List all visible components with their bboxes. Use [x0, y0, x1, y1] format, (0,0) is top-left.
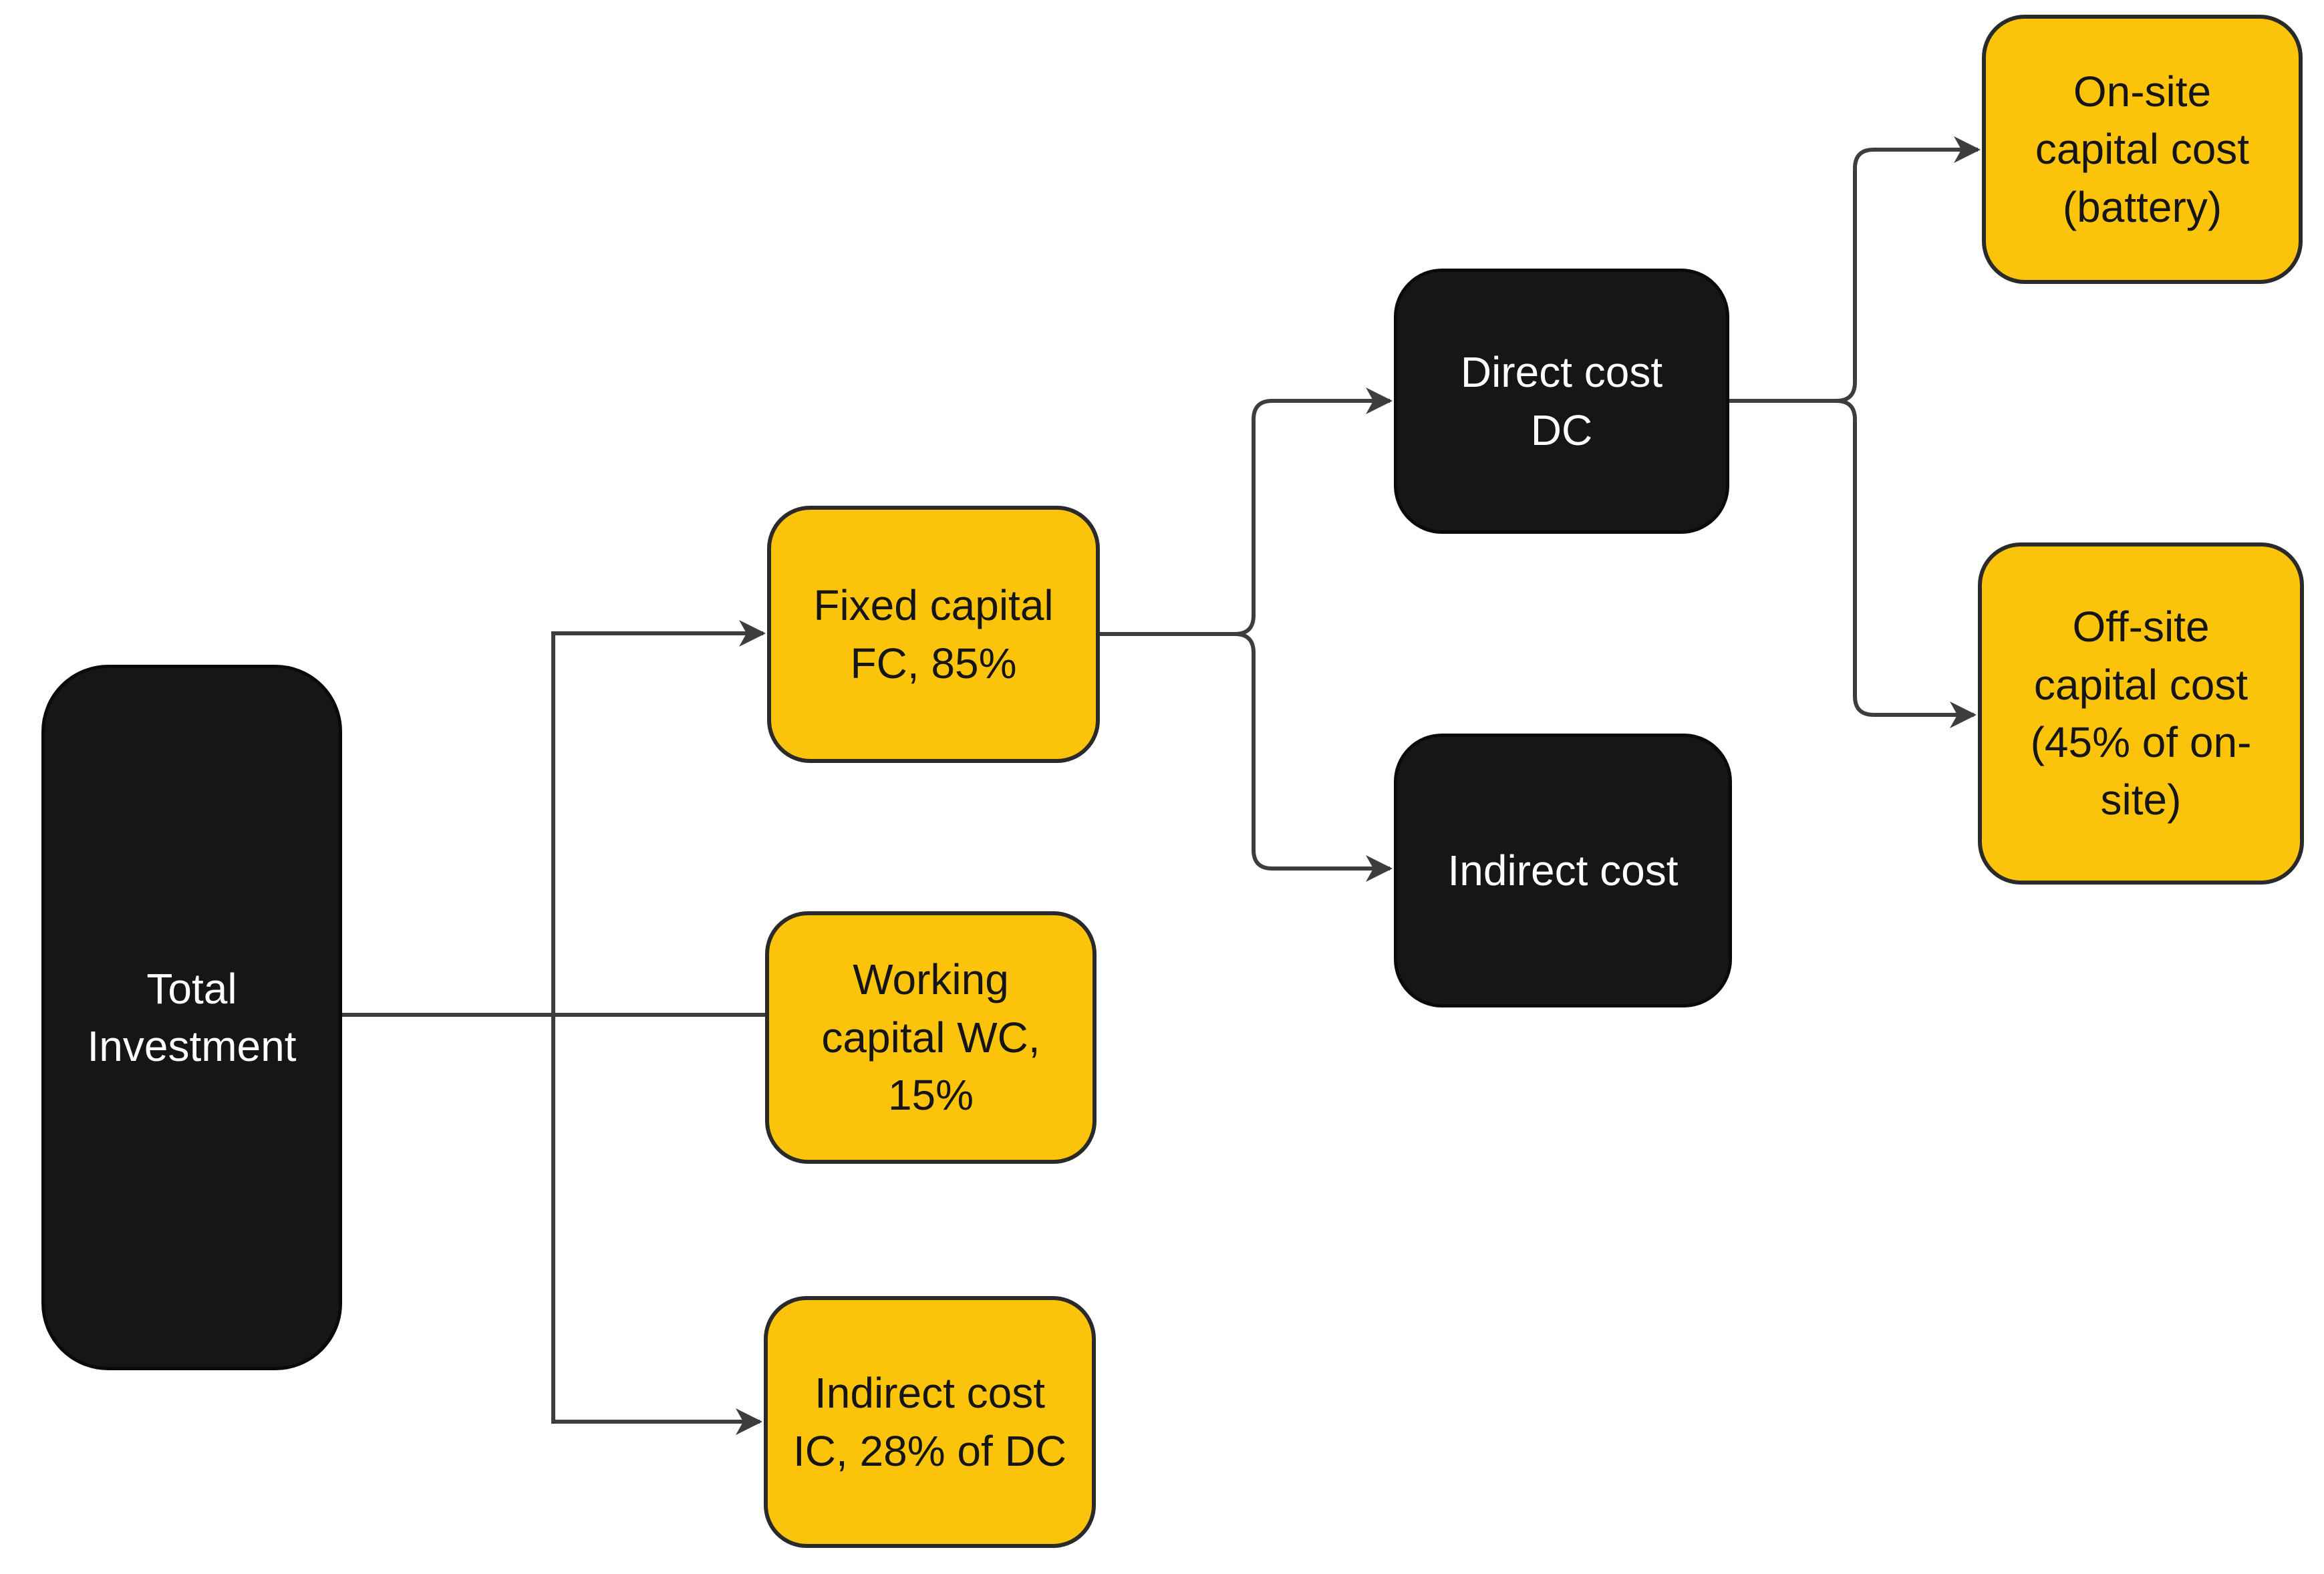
- node-indirect-cost-ic: Indirect cost IC, 28% of DC: [764, 1296, 1096, 1548]
- edge-total-investment-to-indirect-cost-ic: [551, 1015, 762, 1435]
- node-total-investment: Total Investment: [41, 665, 342, 1370]
- node-indirect-cost: Indirect cost: [1394, 734, 1732, 1007]
- edge-direct-cost-dc-to-onsite-capital-cost: [1729, 136, 1981, 403]
- node-direct-cost-dc: Direct cost DC: [1394, 269, 1729, 534]
- edge-fixed-capital-to-indirect-cost: [1100, 632, 1393, 882]
- edge-fixed-capital-to-direct-cost-dc: [1100, 387, 1393, 636]
- node-offsite-capital-cost: Off-site capital cost (45% of on- site): [1978, 542, 2304, 885]
- edge-total-investment-to-fixed-capital: [551, 620, 766, 1015]
- node-onsite-capital-cost: On-site capital cost (battery): [1982, 15, 2303, 284]
- node-fixed-capital: Fixed capital FC, 85%: [767, 506, 1100, 763]
- edge-direct-cost-dc-to-offsite-capital-cost: [1729, 399, 1977, 728]
- node-working-capital: Working capital WC, 15%: [765, 911, 1097, 1164]
